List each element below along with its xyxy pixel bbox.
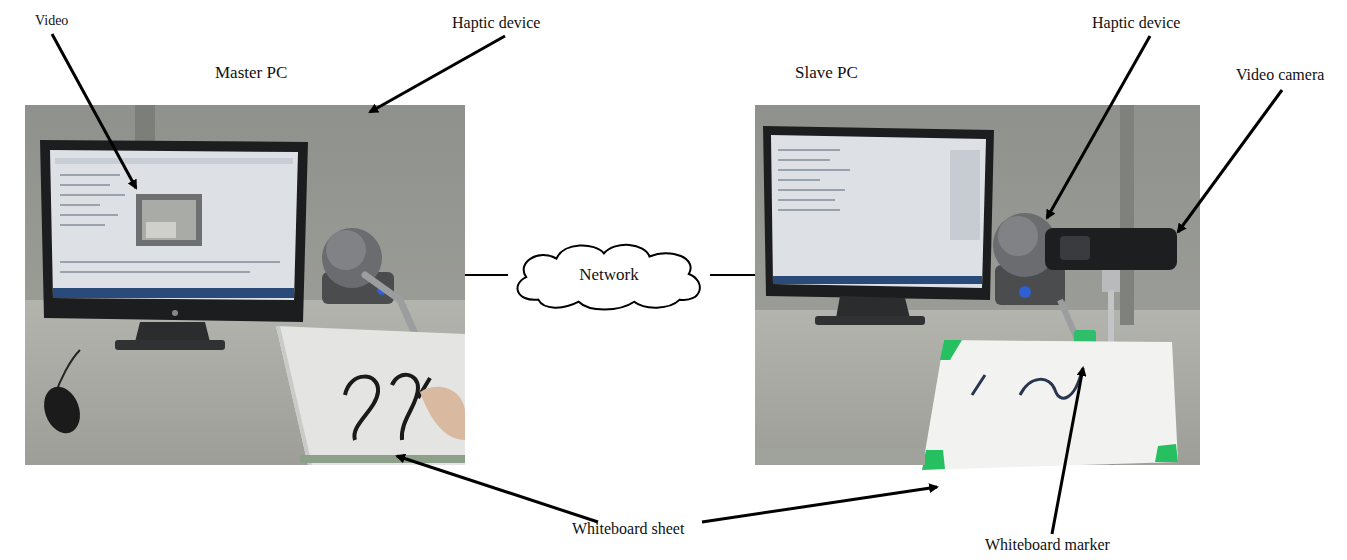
callout-label: Whiteboard sheet <box>572 520 684 538</box>
photo-shape <box>1047 36 1150 218</box>
photo-shape <box>60 184 110 186</box>
callout-label: Video camera <box>1236 66 1324 84</box>
photo-shape <box>771 135 986 288</box>
photo-shape <box>1155 444 1178 462</box>
pc-heading: Master PC <box>215 64 287 82</box>
photo-shape <box>815 316 925 325</box>
photo-shape <box>778 169 850 171</box>
photo-shape <box>135 322 210 342</box>
photo-shape <box>60 175 280 272</box>
slave-photo <box>755 105 1200 470</box>
photo-shape <box>755 448 925 465</box>
photo-shape <box>836 296 910 318</box>
photo-shape <box>763 126 994 300</box>
photo-shape <box>702 487 937 522</box>
photo-shape <box>53 288 294 298</box>
photo-shape <box>940 340 962 360</box>
photo-shape <box>370 36 505 112</box>
photo-shape <box>778 159 830 161</box>
callout-label: Haptic device <box>452 14 540 32</box>
photo-shape <box>326 230 366 270</box>
photo-shape <box>392 375 418 440</box>
photo-shape <box>778 209 840 211</box>
photo-shape <box>972 375 985 395</box>
photo-shape <box>172 310 178 316</box>
photo-shape <box>146 222 176 238</box>
photo-shape <box>345 377 378 440</box>
photo-shape <box>778 179 820 181</box>
photo-shape <box>1045 228 1177 270</box>
photo-shape <box>60 271 250 273</box>
photo-panel: Master PC <box>25 60 465 465</box>
photo-shape <box>60 214 118 216</box>
photo-shape <box>778 199 835 201</box>
photo-shape <box>778 149 840 151</box>
photo-shape <box>950 150 980 240</box>
photo-shape <box>60 174 120 176</box>
photo-shape <box>25 300 465 465</box>
network-link <box>710 274 755 276</box>
photo-shape <box>25 105 465 465</box>
photo-shape <box>922 450 945 470</box>
photo-shape <box>1020 370 1082 398</box>
photo-shape <box>397 456 598 522</box>
photo-shape <box>998 216 1038 256</box>
photo-shape <box>60 194 125 196</box>
callout-label: Video <box>35 12 68 30</box>
photo-shape <box>1060 236 1090 260</box>
callout-label: Haptic device <box>1092 14 1180 32</box>
photo-shape <box>55 158 293 164</box>
photo-shape <box>1102 270 1120 292</box>
photo-shape <box>778 150 850 210</box>
photo-shape <box>40 140 308 322</box>
master-photo <box>25 105 465 465</box>
photo-shape <box>50 150 298 300</box>
photo-shape <box>922 340 1178 470</box>
photo-shape <box>1019 286 1031 298</box>
callout-label: Whiteboard marker <box>985 536 1110 554</box>
photo-shape <box>52 34 136 188</box>
photo-shape <box>136 194 202 246</box>
photo-shape <box>1178 90 1282 232</box>
photo-shape <box>276 326 465 465</box>
photo-shape <box>60 224 105 226</box>
leader-arrows <box>52 34 1282 534</box>
photo-shape <box>420 387 465 440</box>
photo-shape <box>142 200 196 240</box>
photo-shape <box>300 455 465 463</box>
photo-shape <box>1052 368 1083 534</box>
network-link <box>465 274 508 276</box>
photo-shape <box>773 276 982 284</box>
photo-shape <box>276 326 312 465</box>
photo-shape <box>1120 105 1134 325</box>
photo-shape <box>60 261 280 263</box>
photo-panel: Slave PC <box>755 60 1200 465</box>
network-label: Network <box>508 238 710 312</box>
network-cloud: Network <box>508 238 710 312</box>
photo-shape <box>115 340 225 350</box>
photo-shape <box>60 204 100 206</box>
photo-shape <box>38 382 86 439</box>
pc-heading: Slave PC <box>795 64 858 82</box>
photo-shape <box>778 189 845 191</box>
